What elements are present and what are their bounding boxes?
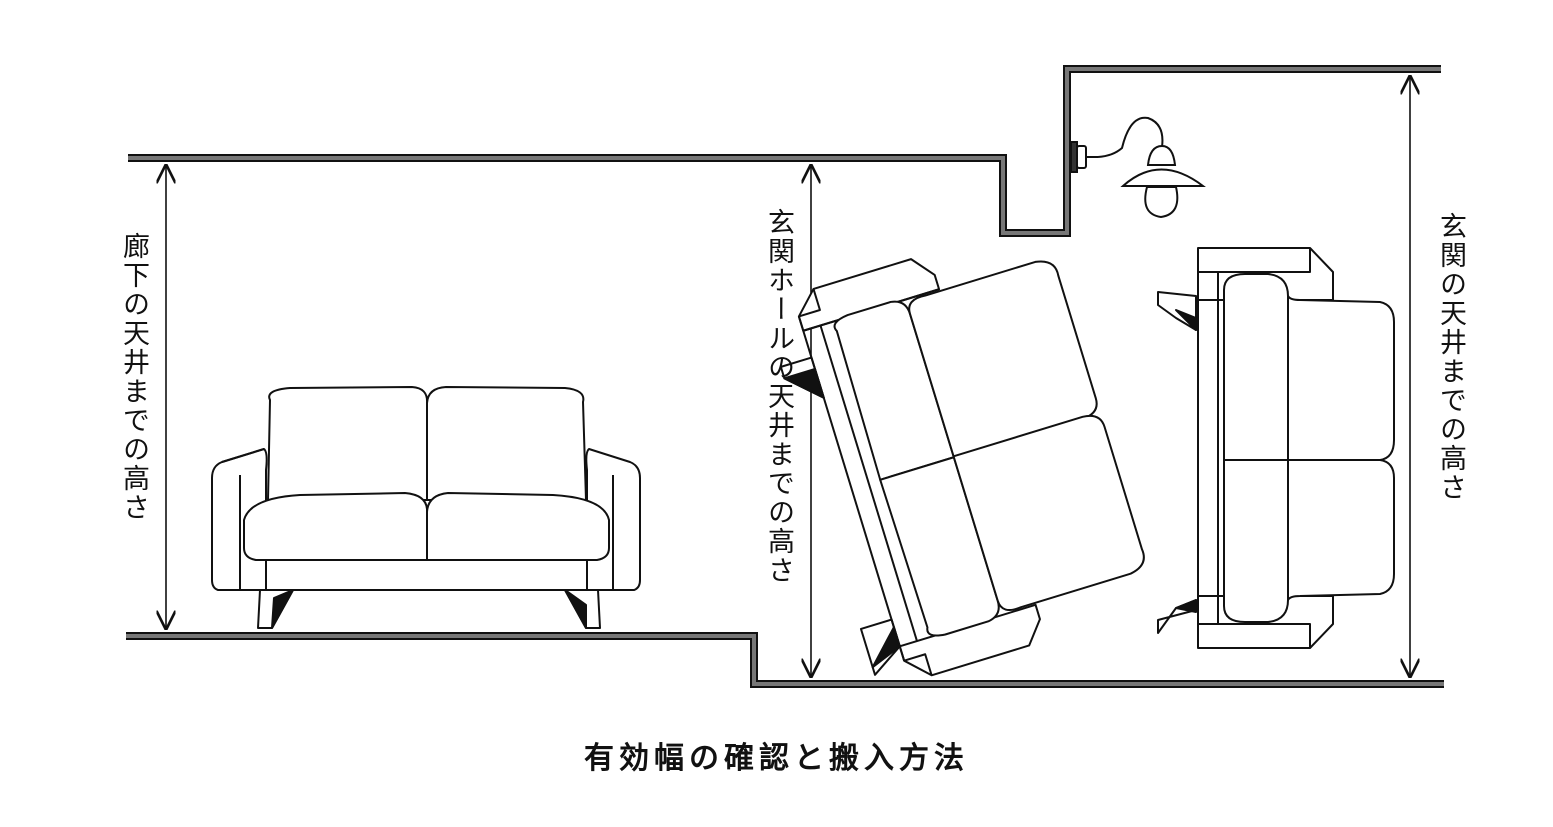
sofa-upright-view [1157, 247, 1395, 649]
hallway-ceiling-height-label: 廊下の天井までの高さ [118, 232, 149, 522]
sofa-tilted-view [779, 258, 1145, 677]
wall-lamp-icon [1070, 116, 1206, 219]
ceiling-outline [128, 65, 1441, 237]
sofa-front-view [211, 386, 641, 629]
entrance-ceiling-height-label: 玄関の天井までの高さ [1435, 212, 1466, 502]
diagram-caption: 有効幅の確認と搬入方法 [584, 741, 969, 776]
floor-outline [126, 632, 1444, 688]
entrance-hall-ceiling-height-label: 玄関ホールの天井までの高さ [763, 208, 794, 585]
